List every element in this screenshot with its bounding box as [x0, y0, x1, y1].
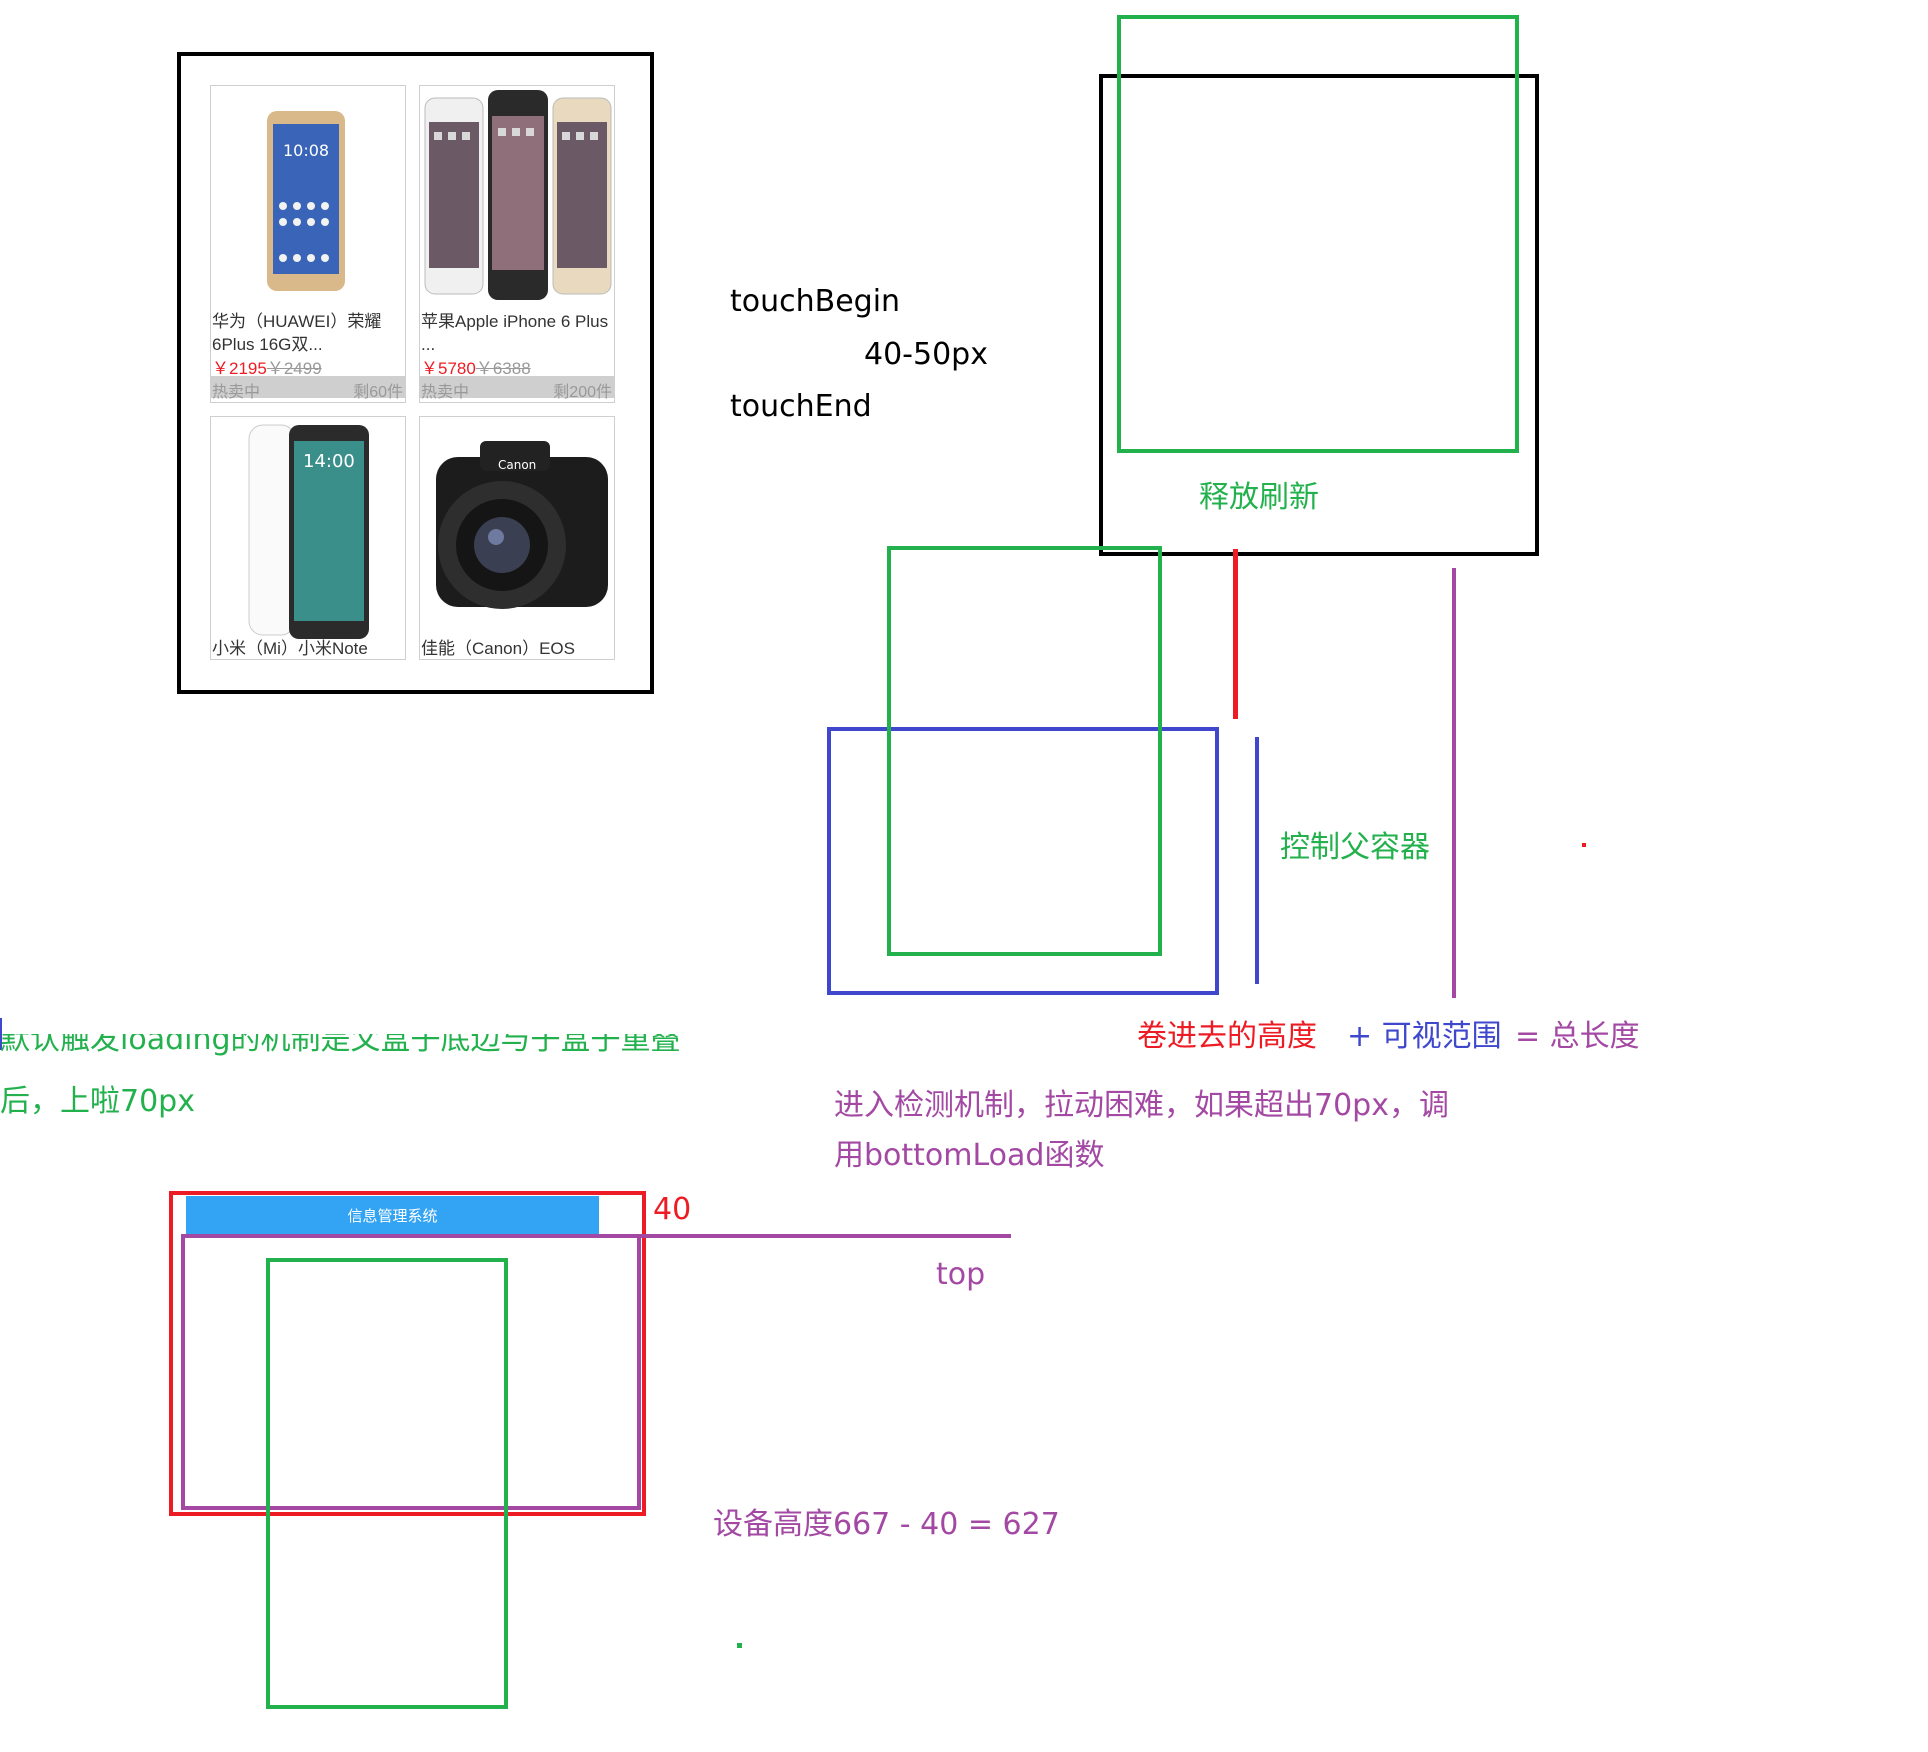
- price-row: ￥5780￥6388: [421, 354, 531, 379]
- phone-frame: 10:08 华为（HUAWEI）荣耀6Plus 16G双... ￥2195￥24…: [177, 52, 654, 694]
- content-box-pulled: [1117, 15, 1519, 453]
- touch-end-label: touchEnd: [730, 389, 872, 424]
- detect-note-line2: 用bottomLoad函数: [834, 1138, 1105, 1173]
- product-card-huawei[interactable]: 10:08 华为（HUAWEI）荣耀6Plus 16G双... ￥2195￥24…: [210, 85, 406, 403]
- product-card-iphone[interactable]: 苹果Apple iPhone 6 Plus ... ￥5780￥6388 热卖中…: [419, 85, 615, 403]
- device-frame-box: [169, 1191, 646, 1516]
- product-name: 佳能（Canon）EOS: [421, 639, 575, 658]
- total-length-line: [1452, 568, 1456, 998]
- total-length-label: = 总长度: [1515, 1019, 1640, 1054]
- visible-range-line: [1255, 737, 1259, 984]
- product-status: 热卖中: [421, 384, 470, 401]
- touch-begin-label: touchBegin: [730, 284, 901, 319]
- scroll-container-box: [181, 1234, 641, 1510]
- red-dot: [1582, 843, 1586, 847]
- loading-note-line1: 默认触发loading的机制是父盒子底边与子盒子重叠: [0, 1034, 681, 1057]
- product-name: 华为（HUAWEI）荣耀6Plus 16G双...: [212, 312, 382, 354]
- product-price: ￥2195: [212, 359, 267, 378]
- loading-note-clip: 默认触发loading的机制是父盒子底边与子盒子重叠: [0, 1034, 700, 1069]
- detect-note-line1: 进入检测机制，拉动困难，如果超出70px，调: [834, 1088, 1449, 1123]
- xiaomi-phone-image: 14:00: [248, 424, 369, 639]
- product-stock: 剩200件: [553, 384, 612, 401]
- iphone-image: [424, 90, 612, 300]
- svg-text:Canon: Canon: [498, 458, 536, 472]
- control-parent-label: 控制父容器: [1280, 830, 1430, 865]
- parent-container-box: [827, 727, 1219, 995]
- top-offset-line: [641, 1234, 1011, 1238]
- app-header-title: 信息管理系统: [347, 1207, 438, 1225]
- viewport-box: [1099, 74, 1539, 556]
- device-height-label: 设备高度667 - 40 = 627: [713, 1507, 1060, 1542]
- app-header-bar: 信息管理系统: [186, 1196, 599, 1235]
- visible-range-label: + 可视范围: [1347, 1019, 1502, 1054]
- product-card-canon[interactable]: Canon 佳能（Canon）EOS: [419, 416, 615, 660]
- product-status: 热卖中: [212, 384, 261, 401]
- product-name: 苹果Apple iPhone 6 Plus ...: [421, 312, 609, 354]
- product-old-price: ￥2499: [266, 359, 322, 378]
- green-dot: [737, 1643, 742, 1648]
- canon-camera-image: Canon: [436, 441, 608, 609]
- threshold-label: 40-50px: [864, 337, 988, 372]
- inner-content-box: [266, 1258, 508, 1709]
- release-refresh-label: 释放刷新: [1199, 480, 1319, 515]
- loading-note-line2: 后，上啦70px: [0, 1084, 195, 1119]
- price-row: ￥2195￥2499: [212, 354, 322, 379]
- scrolled-height-line: [1233, 549, 1238, 719]
- text-cursor: [0, 1018, 2, 1050]
- product-name: 小米（Mi）小米Note: [212, 639, 368, 658]
- product-footer: 热卖中 剩60件: [211, 376, 405, 401]
- product-old-price: ￥6388: [475, 359, 531, 378]
- huawei-phone-image: 10:08: [267, 111, 345, 291]
- svg-text:10:08: 10:08: [283, 141, 329, 160]
- header-height-label: 40: [653, 1192, 692, 1227]
- product-card-xiaomi[interactable]: 14:00 小米（Mi）小米Note: [210, 416, 406, 660]
- product-footer: 热卖中 剩200件: [420, 376, 614, 401]
- child-box: [887, 546, 1162, 956]
- svg-text:14:00: 14:00: [303, 451, 355, 472]
- product-stock: 剩60件: [353, 384, 403, 401]
- product-price: ￥5780: [421, 359, 476, 378]
- top-label: top: [936, 1257, 986, 1292]
- scrolled-height-label: 卷进去的高度: [1137, 1019, 1317, 1054]
